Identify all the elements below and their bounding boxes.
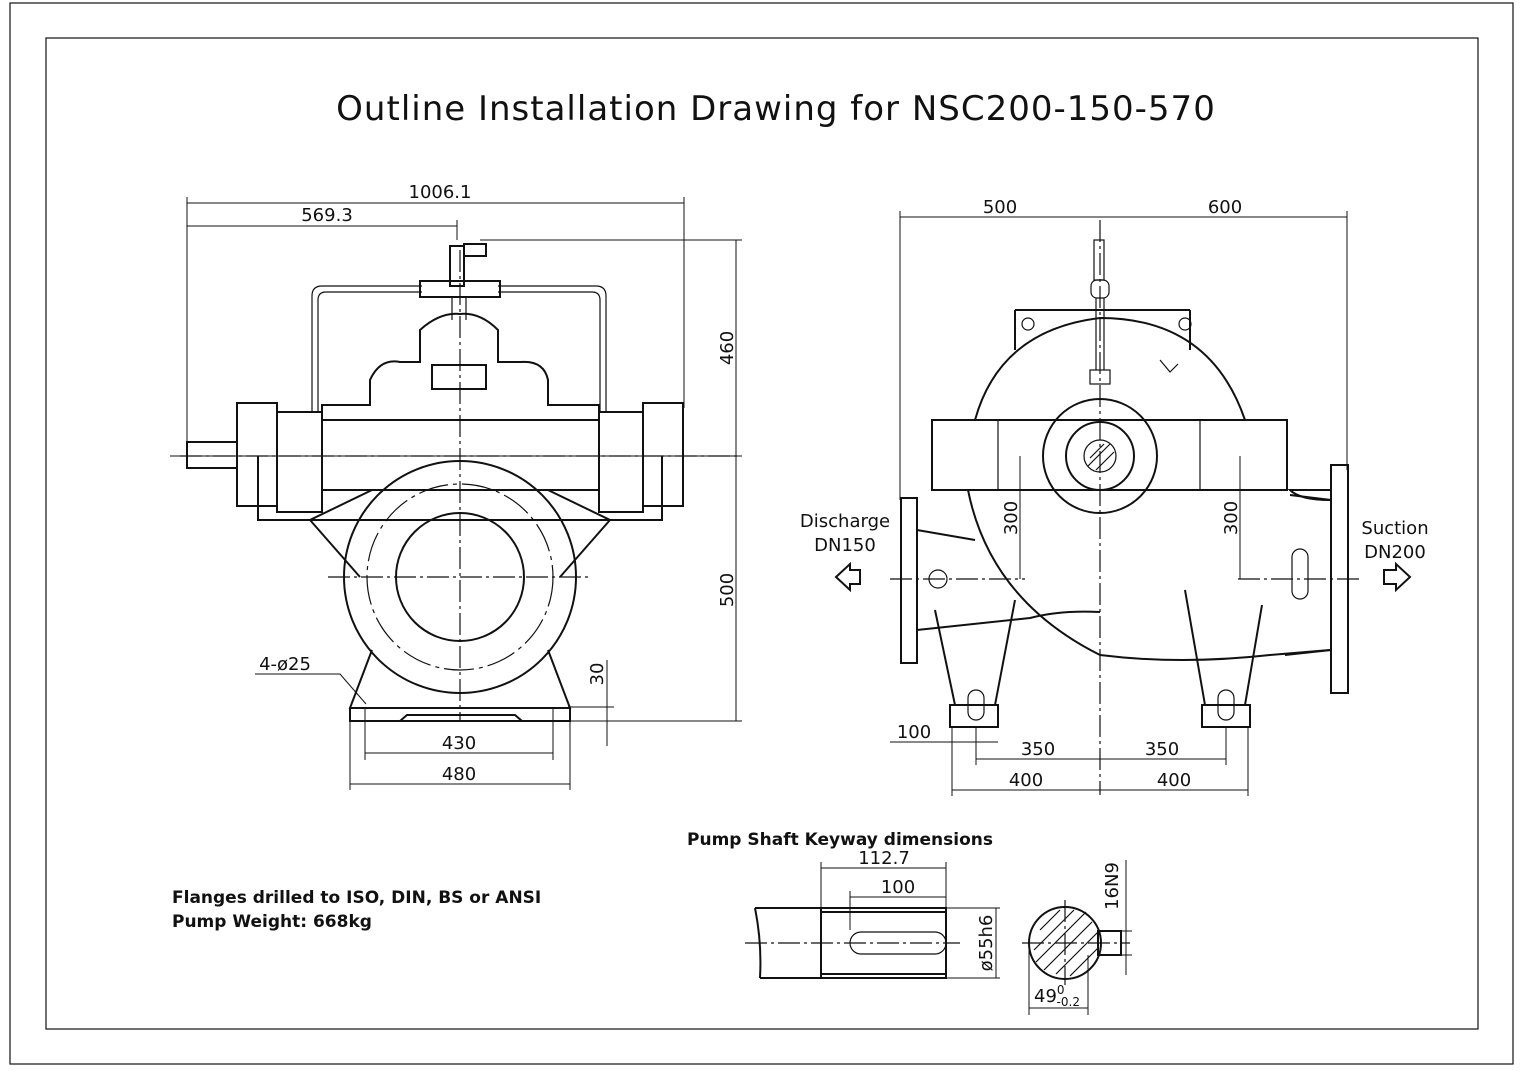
dim-right-hole-spacing: 350 [1145, 739, 1179, 760]
dim-key-depth-lower: -0.2 [1057, 995, 1080, 1009]
dim-key-depth-base: 49 [1034, 986, 1057, 1007]
suction-label: Suction [1361, 518, 1428, 539]
dim-left-foot-width: 400 [1009, 770, 1043, 791]
dim-left-hole-spacing: 350 [1021, 739, 1055, 760]
dim-foot-thickness: 30 [587, 663, 608, 686]
front-view: 500 600 [800, 197, 1429, 796]
dim-key-depth-upper: 0 [1057, 983, 1065, 997]
dim-key-depth: 490-0.2 [1034, 983, 1080, 1009]
dim-discharge-height: 300 [1001, 501, 1022, 535]
keyway-title: Pump Shaft Keyway dimensions [687, 830, 993, 850]
dim-foot-inner: 430 [442, 733, 476, 754]
dim-shaft-diameter: ø55h6 [976, 915, 997, 972]
dim-right-width: 600 [1208, 197, 1242, 218]
discharge-size: DN150 [814, 535, 876, 556]
inner-border [45, 37, 1479, 1030]
side-view: 1006.1 569.3 460 500 30 [170, 182, 742, 790]
dim-overall-length: 1006.1 [409, 182, 472, 203]
dim-bolt-holes: 4-ø25 [259, 654, 311, 675]
dim-center-height: 500 [717, 573, 738, 607]
discharge-label: Discharge [800, 511, 890, 532]
dim-shaft-length: 112.7 [858, 848, 910, 869]
dim-right-foot-width: 400 [1157, 770, 1191, 791]
dim-top-height: 460 [717, 331, 738, 365]
dim-left-width: 500 [983, 197, 1017, 218]
outer-border [9, 2, 1514, 1065]
dim-key-length: 100 [881, 877, 915, 898]
dim-suction-height: 300 [1221, 501, 1242, 535]
note-weight: Pump Weight: 668kg [172, 912, 372, 932]
dim-key-width: 16N9 [1102, 862, 1123, 910]
note-flanges: Flanges drilled to ISO, DIN, BS or ANSI [172, 888, 541, 908]
keyway-detail: Pump Shaft Keyway dimensions 112.7 100 ø… [687, 830, 1132, 1015]
dim-foot-edge: 100 [897, 722, 931, 743]
dim-shaft-to-center: 569.3 [301, 205, 353, 226]
drawing-title: Outline Installation Drawing for NSC200-… [336, 89, 1216, 129]
suction-arrow-icon [1383, 561, 1412, 593]
discharge-arrow-icon [834, 561, 861, 593]
dim-foot-outer: 480 [442, 764, 476, 785]
suction-size: DN200 [1364, 542, 1426, 563]
